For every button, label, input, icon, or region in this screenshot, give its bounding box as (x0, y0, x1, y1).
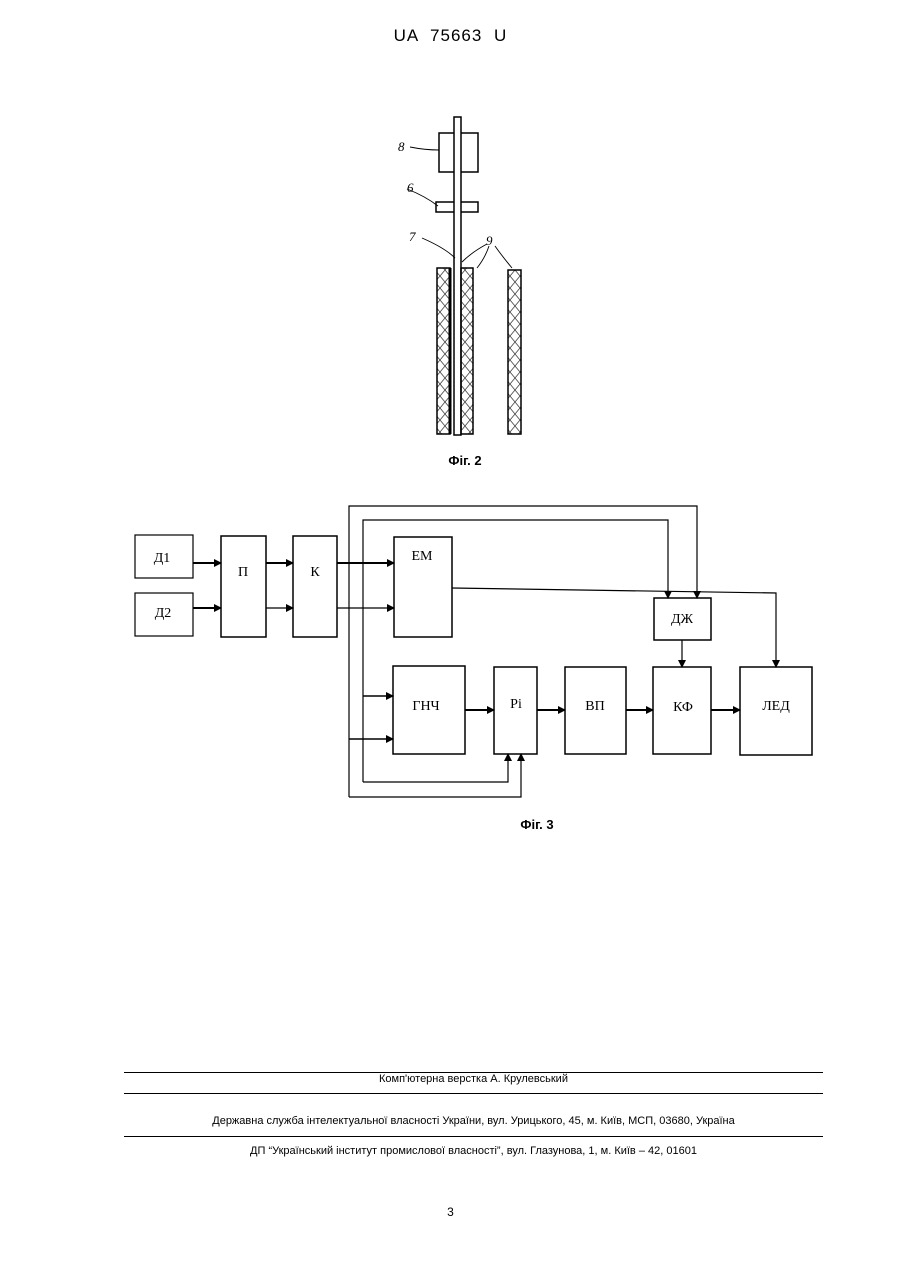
fig2-label-6: 6 (407, 180, 414, 195)
page-number: 3 (0, 1205, 901, 1219)
fig2-wall-right (508, 270, 521, 434)
fig3-caption: Фіг. 3 (520, 817, 553, 832)
block-k-label: К (310, 565, 320, 580)
footer-rule-middle (124, 1093, 823, 1094)
footer-institute-address: ДП “Український інститут промислової вла… (124, 1145, 823, 1157)
figure-2 (407, 117, 521, 435)
figure-3 (135, 506, 812, 797)
block-em-label: ЕМ (412, 549, 434, 564)
fig2-wall-left (437, 268, 450, 434)
footer-rule-bottom (124, 1136, 823, 1137)
block-p-label: П (238, 565, 248, 580)
fig2-rod-7 (454, 117, 461, 435)
block-dzh-label: ДЖ (671, 612, 694, 627)
fig2-wall-mid (461, 268, 473, 434)
block-led-label: ЛЕД (762, 699, 790, 714)
block-d2-label: Д2 (155, 606, 172, 621)
block-d1-label: Д1 (154, 551, 171, 566)
fig2-caption: Фіг. 2 (448, 453, 481, 468)
block-p (221, 536, 266, 637)
block-kf-label: КФ (673, 700, 693, 715)
block-gnch-label: ГНЧ (412, 699, 439, 714)
block-k (293, 536, 337, 637)
fig2-label-9: 9 (486, 233, 493, 248)
footer-layout-credit: Комп'ютерна верстка А. Крулевський (124, 1073, 823, 1085)
fig2-label-8: 8 (398, 139, 405, 154)
fig2-label-7: 7 (409, 229, 416, 244)
footer-office-address: Державна служба інтелектуальної власност… (124, 1115, 823, 1127)
block-ri-label: Рі (510, 697, 522, 712)
block-vp-label: ВП (585, 699, 604, 714)
